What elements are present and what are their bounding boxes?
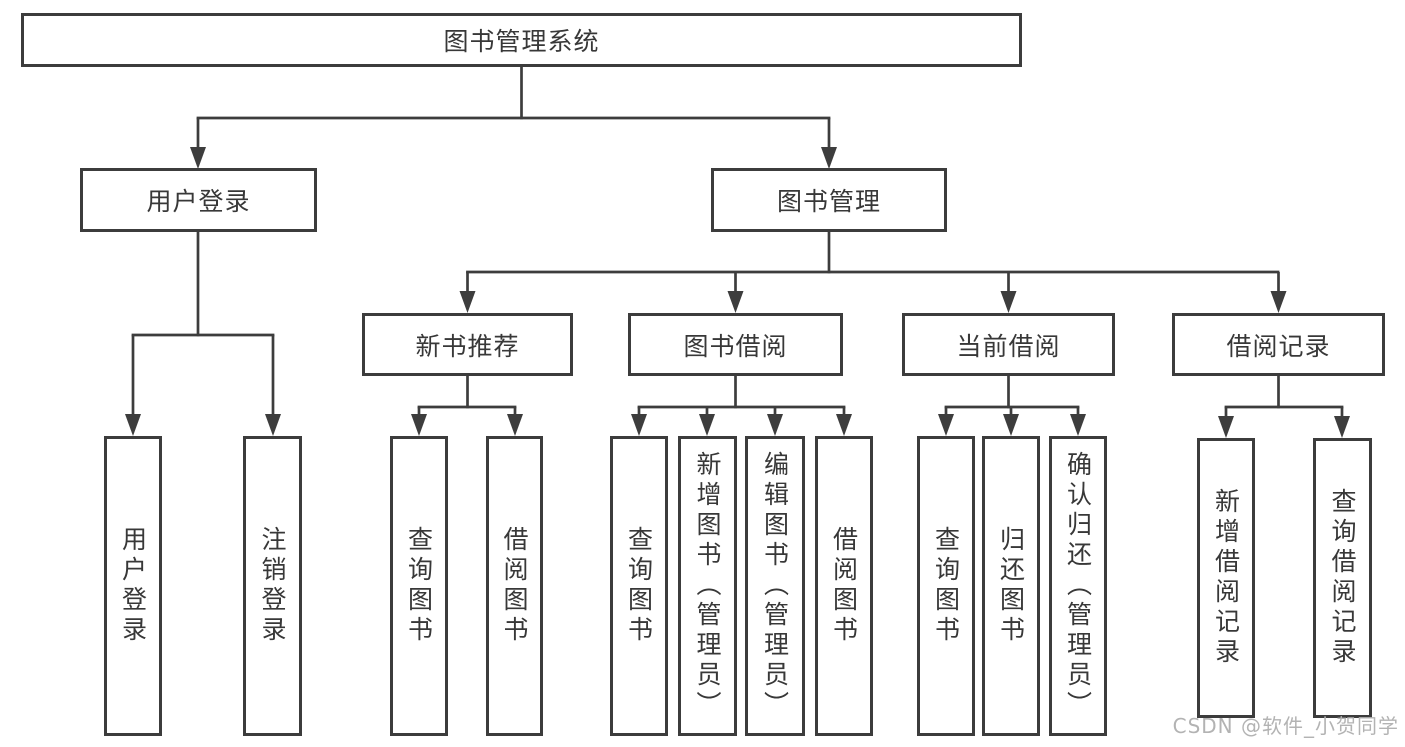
- leaf-query-books-borrow: 查询图书: [610, 436, 668, 736]
- node-label: 确认归还（管理员）: [1063, 451, 1093, 721]
- node-label: 图书借阅: [683, 331, 788, 361]
- csdn-watermark: CSDN @软件_小贺同学: [1172, 714, 1399, 738]
- node-current-borrow: 当前借阅: [902, 313, 1115, 376]
- node-user-login: 用户登录: [80, 168, 317, 232]
- leaf-query-books-recommend: 查询图书: [390, 436, 448, 736]
- node-label: 归还图书: [996, 526, 1026, 646]
- leaf-query-books-current: 查询图书: [917, 436, 975, 736]
- leaf-confirm-return-admin: 确认归还（管理员）: [1049, 436, 1107, 736]
- node-label: 借阅图书: [500, 526, 529, 646]
- node-label: 查询图书: [404, 526, 434, 646]
- leaf-query-borrow-record: 查询借阅记录: [1313, 438, 1372, 718]
- node-label: 借阅图书: [829, 526, 859, 646]
- node-label: 查询图书: [931, 526, 961, 646]
- node-new-book-recommend: 新书推荐: [362, 313, 573, 376]
- node-label: 新增图书（管理员）: [693, 451, 722, 721]
- node-label: 当前借阅: [956, 331, 1061, 361]
- leaf-edit-books-admin: 编辑图书（管理员）: [745, 436, 805, 736]
- node-label: 借阅记录: [1226, 331, 1331, 361]
- node-label: 新增借阅记录: [1211, 488, 1241, 668]
- leaf-add-borrow-record: 新增借阅记录: [1197, 438, 1255, 718]
- node-label: 图书管理系统: [443, 27, 600, 56]
- node-label: 编辑图书（管理员）: [760, 451, 790, 721]
- node-label: 用户登录: [118, 526, 148, 646]
- leaf-borrow-books: 借阅图书: [815, 436, 873, 736]
- node-label: 注销登录: [258, 526, 287, 646]
- leaf-logout: 注销登录: [243, 436, 302, 736]
- node-label: 用户登录: [146, 187, 251, 216]
- leaf-return-books: 归还图书: [982, 436, 1040, 736]
- leaf-user-login: 用户登录: [104, 436, 162, 736]
- node-library-management-system: 图书管理系统: [21, 13, 1022, 67]
- node-label: 新书推荐: [415, 331, 520, 361]
- node-borrow-records: 借阅记录: [1172, 313, 1385, 376]
- node-label: 查询借阅记录: [1328, 488, 1357, 668]
- node-book-management: 图书管理: [711, 168, 947, 232]
- leaf-add-books-admin: 新增图书（管理员）: [678, 436, 737, 736]
- leaf-borrow-books-recommend: 借阅图书: [486, 436, 543, 736]
- node-label: 图书管理: [776, 187, 881, 216]
- node-book-borrow: 图书借阅: [628, 313, 843, 376]
- node-label: 查询图书: [624, 526, 654, 646]
